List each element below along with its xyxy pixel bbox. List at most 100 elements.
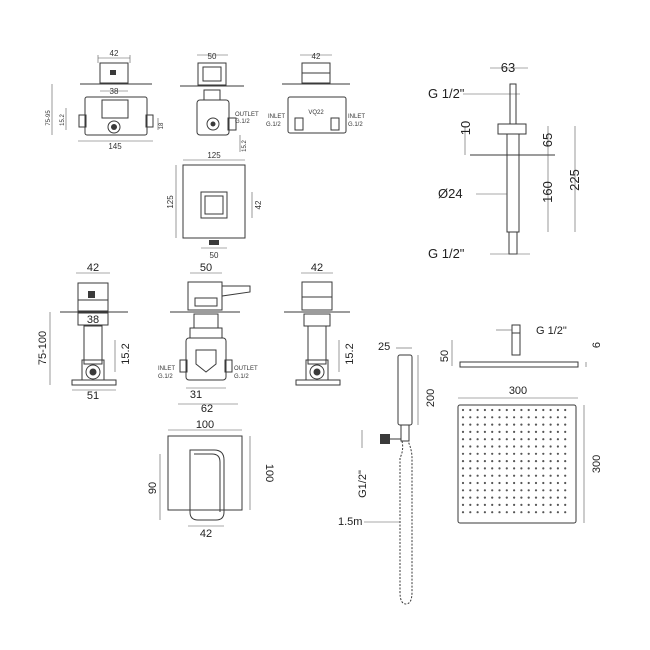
nozzle-dot xyxy=(476,511,479,514)
nozzle-dot xyxy=(461,408,465,412)
dim-42: 42 xyxy=(110,49,119,58)
label-inlet: INLET xyxy=(268,114,285,120)
nozzle-dot xyxy=(534,438,538,441)
nozzle-dot xyxy=(461,452,465,455)
nozzle-dot xyxy=(542,452,545,455)
label-g-half-hand: G1/2" xyxy=(357,470,369,498)
nozzle-dot xyxy=(520,445,523,448)
nozzle-dot xyxy=(549,416,552,419)
dim-18: 18 xyxy=(159,122,165,129)
nozzle-dot xyxy=(476,481,479,485)
nozzle-dot xyxy=(527,408,530,412)
logo-vq22: VQ22 xyxy=(308,110,324,116)
nozzle-dot xyxy=(505,467,508,470)
nozzle-dot xyxy=(498,416,501,419)
label-g-half-top: G 1/2" xyxy=(428,86,465,101)
nozzle-dot xyxy=(564,416,567,419)
nozzle-dot xyxy=(549,430,552,433)
nozzle-dot xyxy=(469,474,472,477)
nozzle-dot xyxy=(534,496,538,499)
nozzle-dot xyxy=(549,438,552,441)
dim-15-2-d: 15.2 xyxy=(344,343,356,364)
nozzle-dot xyxy=(469,430,472,433)
nozzle-dot xyxy=(476,452,479,455)
nozzle-dot xyxy=(491,481,494,485)
nozzle-dot xyxy=(498,467,501,470)
nozzle-dot xyxy=(476,467,479,470)
nozzle-dot xyxy=(483,481,486,485)
nozzle-dot xyxy=(534,460,538,463)
nozzle-dot xyxy=(505,423,508,426)
nozzle-dot xyxy=(483,408,486,412)
nozzle-dot xyxy=(513,503,516,506)
nozzle-dot xyxy=(476,445,479,448)
nozzle-dot xyxy=(461,496,465,499)
nozzle-dot xyxy=(491,474,494,477)
nozzle-dot xyxy=(461,467,465,470)
nozzle-dot xyxy=(527,430,530,433)
nozzle-dot xyxy=(498,489,501,492)
nozzle-dot xyxy=(527,481,530,485)
dim-100-w: 100 xyxy=(196,419,214,431)
nozzle-dot xyxy=(498,511,501,514)
nozzle-dot xyxy=(527,503,530,506)
dim-42-b: 42 xyxy=(312,52,321,61)
nozzle-dot xyxy=(469,481,472,485)
nozzle-dot xyxy=(534,416,538,419)
nozzle-dot xyxy=(549,408,552,412)
nozzle-dot xyxy=(542,430,545,433)
nozzle-dot xyxy=(564,445,567,448)
nozzle-dot xyxy=(476,474,479,477)
nozzle-dot xyxy=(476,489,479,492)
dim-50-b: 50 xyxy=(210,251,219,260)
valve-bottom-right: 42 15.2 xyxy=(284,262,356,386)
dim-10: 10 xyxy=(458,121,473,135)
nozzle-dot xyxy=(513,467,516,470)
nozzle-dot xyxy=(469,467,472,470)
nozzle-dot xyxy=(520,423,523,426)
nozzle-dot xyxy=(549,503,552,506)
label-outlet-size: G.1/2 xyxy=(235,119,250,125)
label-g-half-head: G 1/2" xyxy=(536,325,567,337)
nozzle-dot xyxy=(527,474,530,477)
nozzle-dot xyxy=(491,445,494,448)
nozzle-dot xyxy=(469,511,472,514)
nozzle-dot xyxy=(498,438,501,441)
nozzle-dot xyxy=(483,489,486,492)
dim-62: 62 xyxy=(201,403,213,415)
nozzle-dot xyxy=(534,481,538,485)
nozzle-dot xyxy=(476,460,479,463)
nozzle-dot xyxy=(527,423,530,426)
nozzle-dot xyxy=(476,416,479,419)
valve-top-left: 42 38 75-95 15.2 18 145 xyxy=(46,49,165,151)
nozzle-dot xyxy=(498,460,501,463)
nozzle-dot xyxy=(513,452,516,455)
valve-top-right: 42 VQ22 INLET G.1/2 INLET G.1/2 xyxy=(266,52,365,134)
label-outlet: OUTLET xyxy=(235,112,259,118)
nozzle-dot xyxy=(491,408,494,412)
nozzle-dot xyxy=(564,430,567,433)
nozzle-dot xyxy=(505,496,508,499)
nozzle-dot xyxy=(527,496,530,499)
nozzle-dot xyxy=(469,416,472,419)
dim-300-w: 300 xyxy=(509,385,527,397)
nozzle-dot xyxy=(542,481,545,485)
nozzle-dot xyxy=(483,445,486,448)
nozzle-dot xyxy=(505,452,508,455)
dim-145: 145 xyxy=(108,142,122,151)
nozzle-dot xyxy=(491,423,494,426)
dim-225: 225 xyxy=(567,169,582,191)
dim-38: 38 xyxy=(110,87,119,96)
dim-63: 63 xyxy=(501,60,515,75)
nozzle-dot xyxy=(461,430,465,433)
nozzle-dot xyxy=(476,408,479,412)
nozzle-dot xyxy=(556,489,560,492)
nozzle-dot xyxy=(564,438,567,441)
nozzle-dot xyxy=(520,474,523,477)
nozzle-dot xyxy=(483,430,486,433)
nozzle-dot xyxy=(505,511,508,514)
dim-42-c: 42 xyxy=(254,200,263,209)
nozzle-dot xyxy=(534,452,538,455)
nozzle-dot xyxy=(505,489,508,492)
nozzle-dot xyxy=(505,430,508,433)
